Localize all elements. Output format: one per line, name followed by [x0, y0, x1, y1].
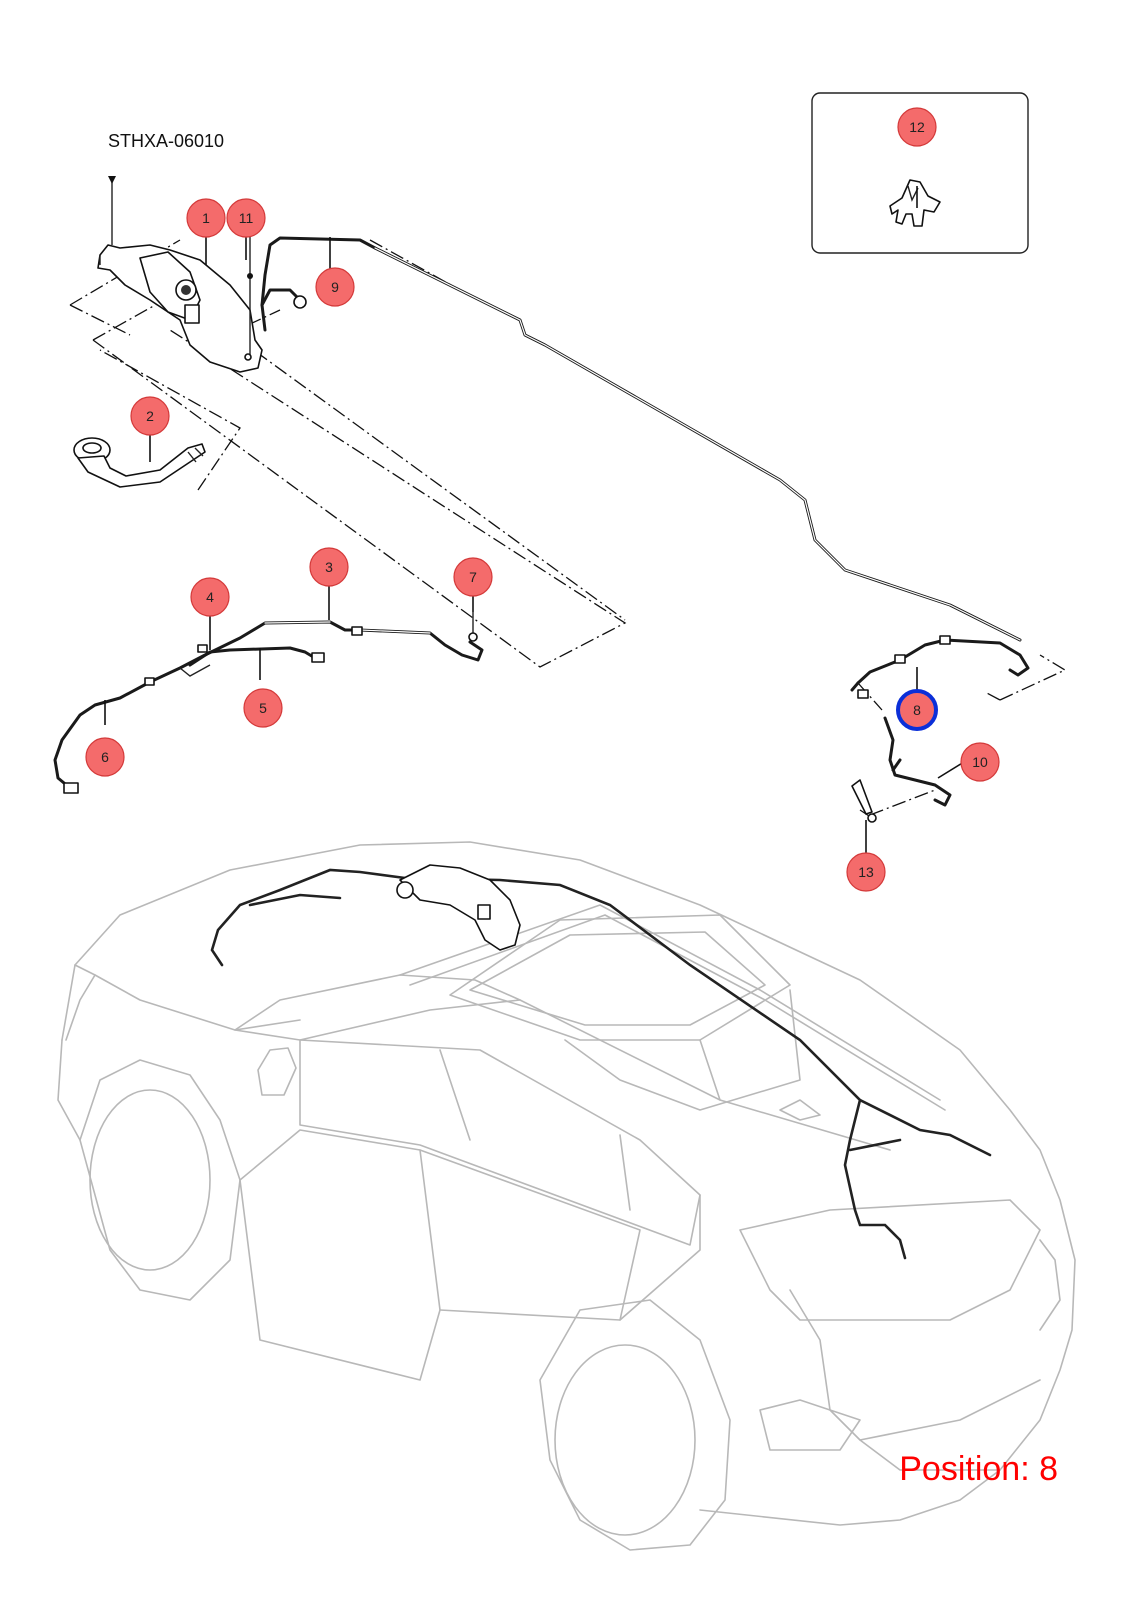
callout-1-label: 1 [202, 210, 210, 226]
callout-12-label: 12 [909, 119, 925, 135]
diagram-code-label: STHXA-06010 [108, 131, 225, 151]
callout-2[interactable]: 2 [130, 396, 170, 436]
callout-8-label: 8 [913, 702, 921, 718]
callout-1[interactable]: 1 [186, 198, 226, 238]
callout-13[interactable]: 13 [846, 852, 886, 892]
callout-4-label: 4 [206, 589, 214, 605]
position-label: Position: 8 [899, 1450, 1058, 1488]
callout-9-label: 9 [331, 279, 339, 295]
callout-10[interactable]: 10 [960, 742, 1000, 782]
callout-6-label: 6 [101, 749, 109, 765]
callout-5[interactable]: 5 [243, 688, 283, 728]
callout-11[interactable]: 11 [226, 198, 266, 238]
callout-6[interactable]: 6 [85, 737, 125, 777]
callout-7[interactable]: 7 [453, 557, 493, 597]
callout-3[interactable]: 3 [309, 547, 349, 587]
filler-neck-part-2 [73, 437, 206, 488]
clip-part-12 [889, 179, 941, 227]
callout-9[interactable]: 9 [315, 267, 355, 307]
rear-hose-assembly [850, 635, 1030, 823]
callout-3-label: 3 [325, 559, 333, 575]
callout-5-label: 5 [259, 700, 267, 716]
callout-8[interactable]: 8 [896, 689, 938, 731]
callout-13-label: 13 [858, 864, 874, 880]
callout-4[interactable]: 4 [190, 577, 230, 617]
callout-11-label: 11 [239, 210, 254, 226]
control-unit-part-1 [97, 176, 263, 373]
callout-2-label: 2 [146, 408, 154, 424]
callout-7-label: 7 [469, 569, 477, 585]
vehicle-outline [57, 841, 1076, 1551]
inset-box [811, 92, 1029, 254]
callout-10-label: 10 [972, 754, 988, 770]
callout-8-highlight-ring [896, 689, 938, 731]
hose-part-9 [260, 236, 1022, 642]
callout-12[interactable]: 12 [897, 107, 937, 147]
leader-lines [104, 186, 965, 856]
